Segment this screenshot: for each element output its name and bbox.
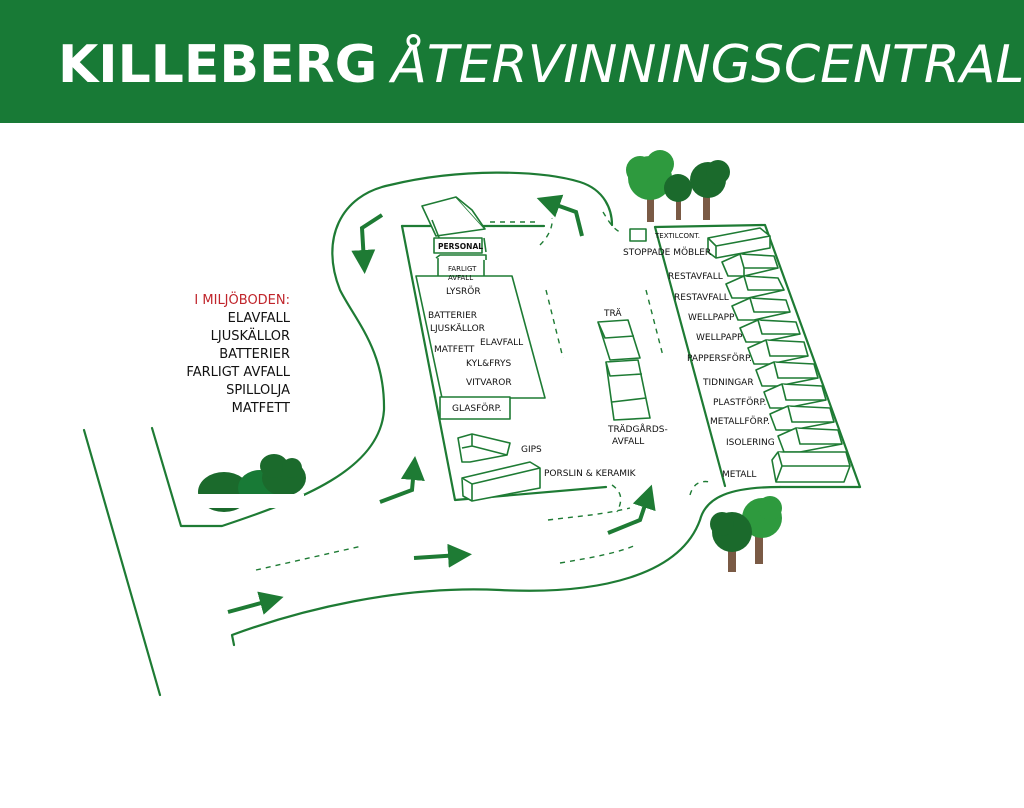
label-lysror: LYSRÖR bbox=[446, 286, 481, 297]
label-metallforp: METALLFÖRP. bbox=[710, 416, 770, 427]
label-stoppade: STOPPADE MÖBLER bbox=[623, 247, 711, 258]
bushes-left bbox=[196, 454, 306, 512]
porslin-container bbox=[461, 461, 541, 502]
dash-5 bbox=[645, 289, 664, 357]
container-well-2 bbox=[739, 319, 801, 343]
dash-6 bbox=[547, 507, 631, 521]
label-isolering: ISOLERING bbox=[726, 438, 775, 448]
dash-9 bbox=[689, 480, 711, 496]
label-glasforp: GLASFÖRP. bbox=[452, 403, 501, 414]
label-tra: TRÄ bbox=[603, 308, 622, 319]
label-plastforp: PLASTFÖRP. bbox=[713, 397, 766, 408]
arrow-1 bbox=[227, 591, 284, 615]
legend-item: FARLIGT AVFALL bbox=[186, 365, 290, 380]
label-restavfall-2: RESTAVFALL bbox=[674, 293, 729, 303]
road-edge-left-inner bbox=[150, 171, 614, 528]
label-gips: GIPS bbox=[521, 445, 542, 455]
label-personal: PERSONAL bbox=[438, 242, 483, 251]
tra-container-1 bbox=[597, 319, 641, 361]
label-farligt-1: FARLIGT bbox=[448, 265, 477, 273]
dash-8 bbox=[611, 484, 622, 513]
label-textilcont: TEXTILCONT. bbox=[654, 232, 700, 240]
legend-item: BATTERIER bbox=[219, 347, 290, 362]
label-tidningar: TIDNINGAR bbox=[702, 378, 754, 388]
dash-3 bbox=[539, 217, 553, 246]
dash-7 bbox=[559, 544, 637, 564]
arrow-6 bbox=[536, 194, 584, 237]
personal-building bbox=[421, 196, 487, 254]
legend-item: MATFETT bbox=[231, 401, 290, 416]
label-tradgard-1: TRÄDGÅRDS- bbox=[607, 423, 668, 435]
right-platform bbox=[653, 223, 862, 489]
label-restavfall-1: RESTAVFALL bbox=[668, 272, 723, 282]
gips-container bbox=[457, 433, 511, 463]
label-pappersforp: PAPPERSFÖRP. bbox=[687, 353, 752, 364]
legend-heading: I MILJÖBODEN: bbox=[194, 293, 290, 308]
container-metallforp bbox=[769, 405, 835, 431]
dash-1 bbox=[255, 545, 363, 571]
label-vitvaror: VITVAROR bbox=[466, 378, 512, 388]
label-batterier: BATTERIER bbox=[428, 311, 477, 321]
legend-item: LJUSKÄLLOR bbox=[210, 329, 290, 344]
label-wellpapp-1: WELLPAPP bbox=[688, 313, 735, 323]
miljoboden-legend: I MILJÖBODEN: ELAVFALL LJUSKÄLLOR BATTER… bbox=[150, 292, 290, 418]
container-rest-2 bbox=[725, 275, 785, 299]
trees-bottom bbox=[710, 496, 782, 572]
label-porslin: PORSLIN & KERAMIK bbox=[544, 469, 637, 479]
label-elavfall: ELAVFALL bbox=[480, 338, 523, 348]
arrow-5 bbox=[351, 213, 384, 274]
container-papper bbox=[747, 339, 809, 365]
lot-main bbox=[415, 275, 546, 399]
dash-4 bbox=[545, 289, 564, 359]
trees-top bbox=[626, 150, 730, 222]
container-well-1 bbox=[731, 297, 791, 321]
arrow-4 bbox=[379, 456, 425, 504]
label-wellpapp-2: WELLPAPP bbox=[696, 333, 743, 343]
legend-item: SPILLOLJA bbox=[226, 383, 290, 398]
container-metall bbox=[771, 451, 851, 483]
label-tradgard-2: AVFALL bbox=[612, 437, 644, 447]
label-kylfrys: KYL&FRYS bbox=[466, 359, 511, 369]
legend-item: ELAVFALL bbox=[227, 311, 290, 326]
label-matfett: MATFETT bbox=[434, 345, 475, 355]
arrow-2 bbox=[413, 543, 472, 568]
container-plast bbox=[763, 383, 827, 409]
lot-glas bbox=[439, 396, 511, 420]
dash-10 bbox=[602, 211, 621, 233]
label-ljuskallor: LJUSKÄLLOR bbox=[430, 323, 485, 334]
road-edge-left bbox=[82, 428, 162, 697]
tra-container-2 bbox=[605, 359, 651, 421]
title-bold: KILLEBERG bbox=[58, 35, 378, 95]
arrow-3 bbox=[607, 484, 656, 535]
label-farligt-2: AVFALL bbox=[448, 274, 473, 282]
label-metall: METALL bbox=[722, 470, 756, 480]
container-stoppade bbox=[707, 227, 771, 259]
title-rest: ÅTERVINNINGSCENTRAL bbox=[391, 35, 1024, 95]
container-isolering bbox=[777, 427, 843, 453]
road-edge-bottom bbox=[230, 485, 782, 647]
container-tidningar bbox=[755, 361, 819, 387]
textilcont-box bbox=[629, 228, 647, 242]
container-rest-1 bbox=[721, 253, 779, 277]
